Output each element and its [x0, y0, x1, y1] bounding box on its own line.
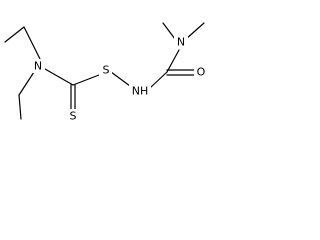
- bond-nh-c: [149, 71, 168, 89]
- bonds: [4, 22, 205, 120]
- bond-ethyl1-ch3: [4, 26, 25, 43]
- atom-o: O: [197, 66, 206, 79]
- bond-n-methyl-left: [162, 22, 176, 40]
- bond-n-methyl-right: [185, 22, 205, 40]
- atom-s-center: S: [103, 64, 110, 77]
- atoms: N S S NH N O: [31, 35, 209, 123]
- structure-canvas: N S S NH N O: [0, 0, 219, 131]
- atom-n-right: N: [177, 36, 185, 49]
- molecule-drawing: N S S NH N O: [4, 22, 209, 123]
- atom-s-thione: S: [70, 110, 77, 123]
- bond-c-s: [72, 74, 100, 86]
- bond-c-n: [166, 49, 180, 73]
- bond-s-nh: [110, 71, 131, 87]
- atom-nh: NH: [132, 85, 149, 98]
- atom-n-left: N: [34, 60, 42, 73]
- bond-n-c: [44, 68, 74, 86]
- bond-ethyl2-ch3: [18, 94, 22, 120]
- bond-ethyl2-ch2: [18, 71, 35, 96]
- bond-ethyl1-ch2: [23, 26, 42, 62]
